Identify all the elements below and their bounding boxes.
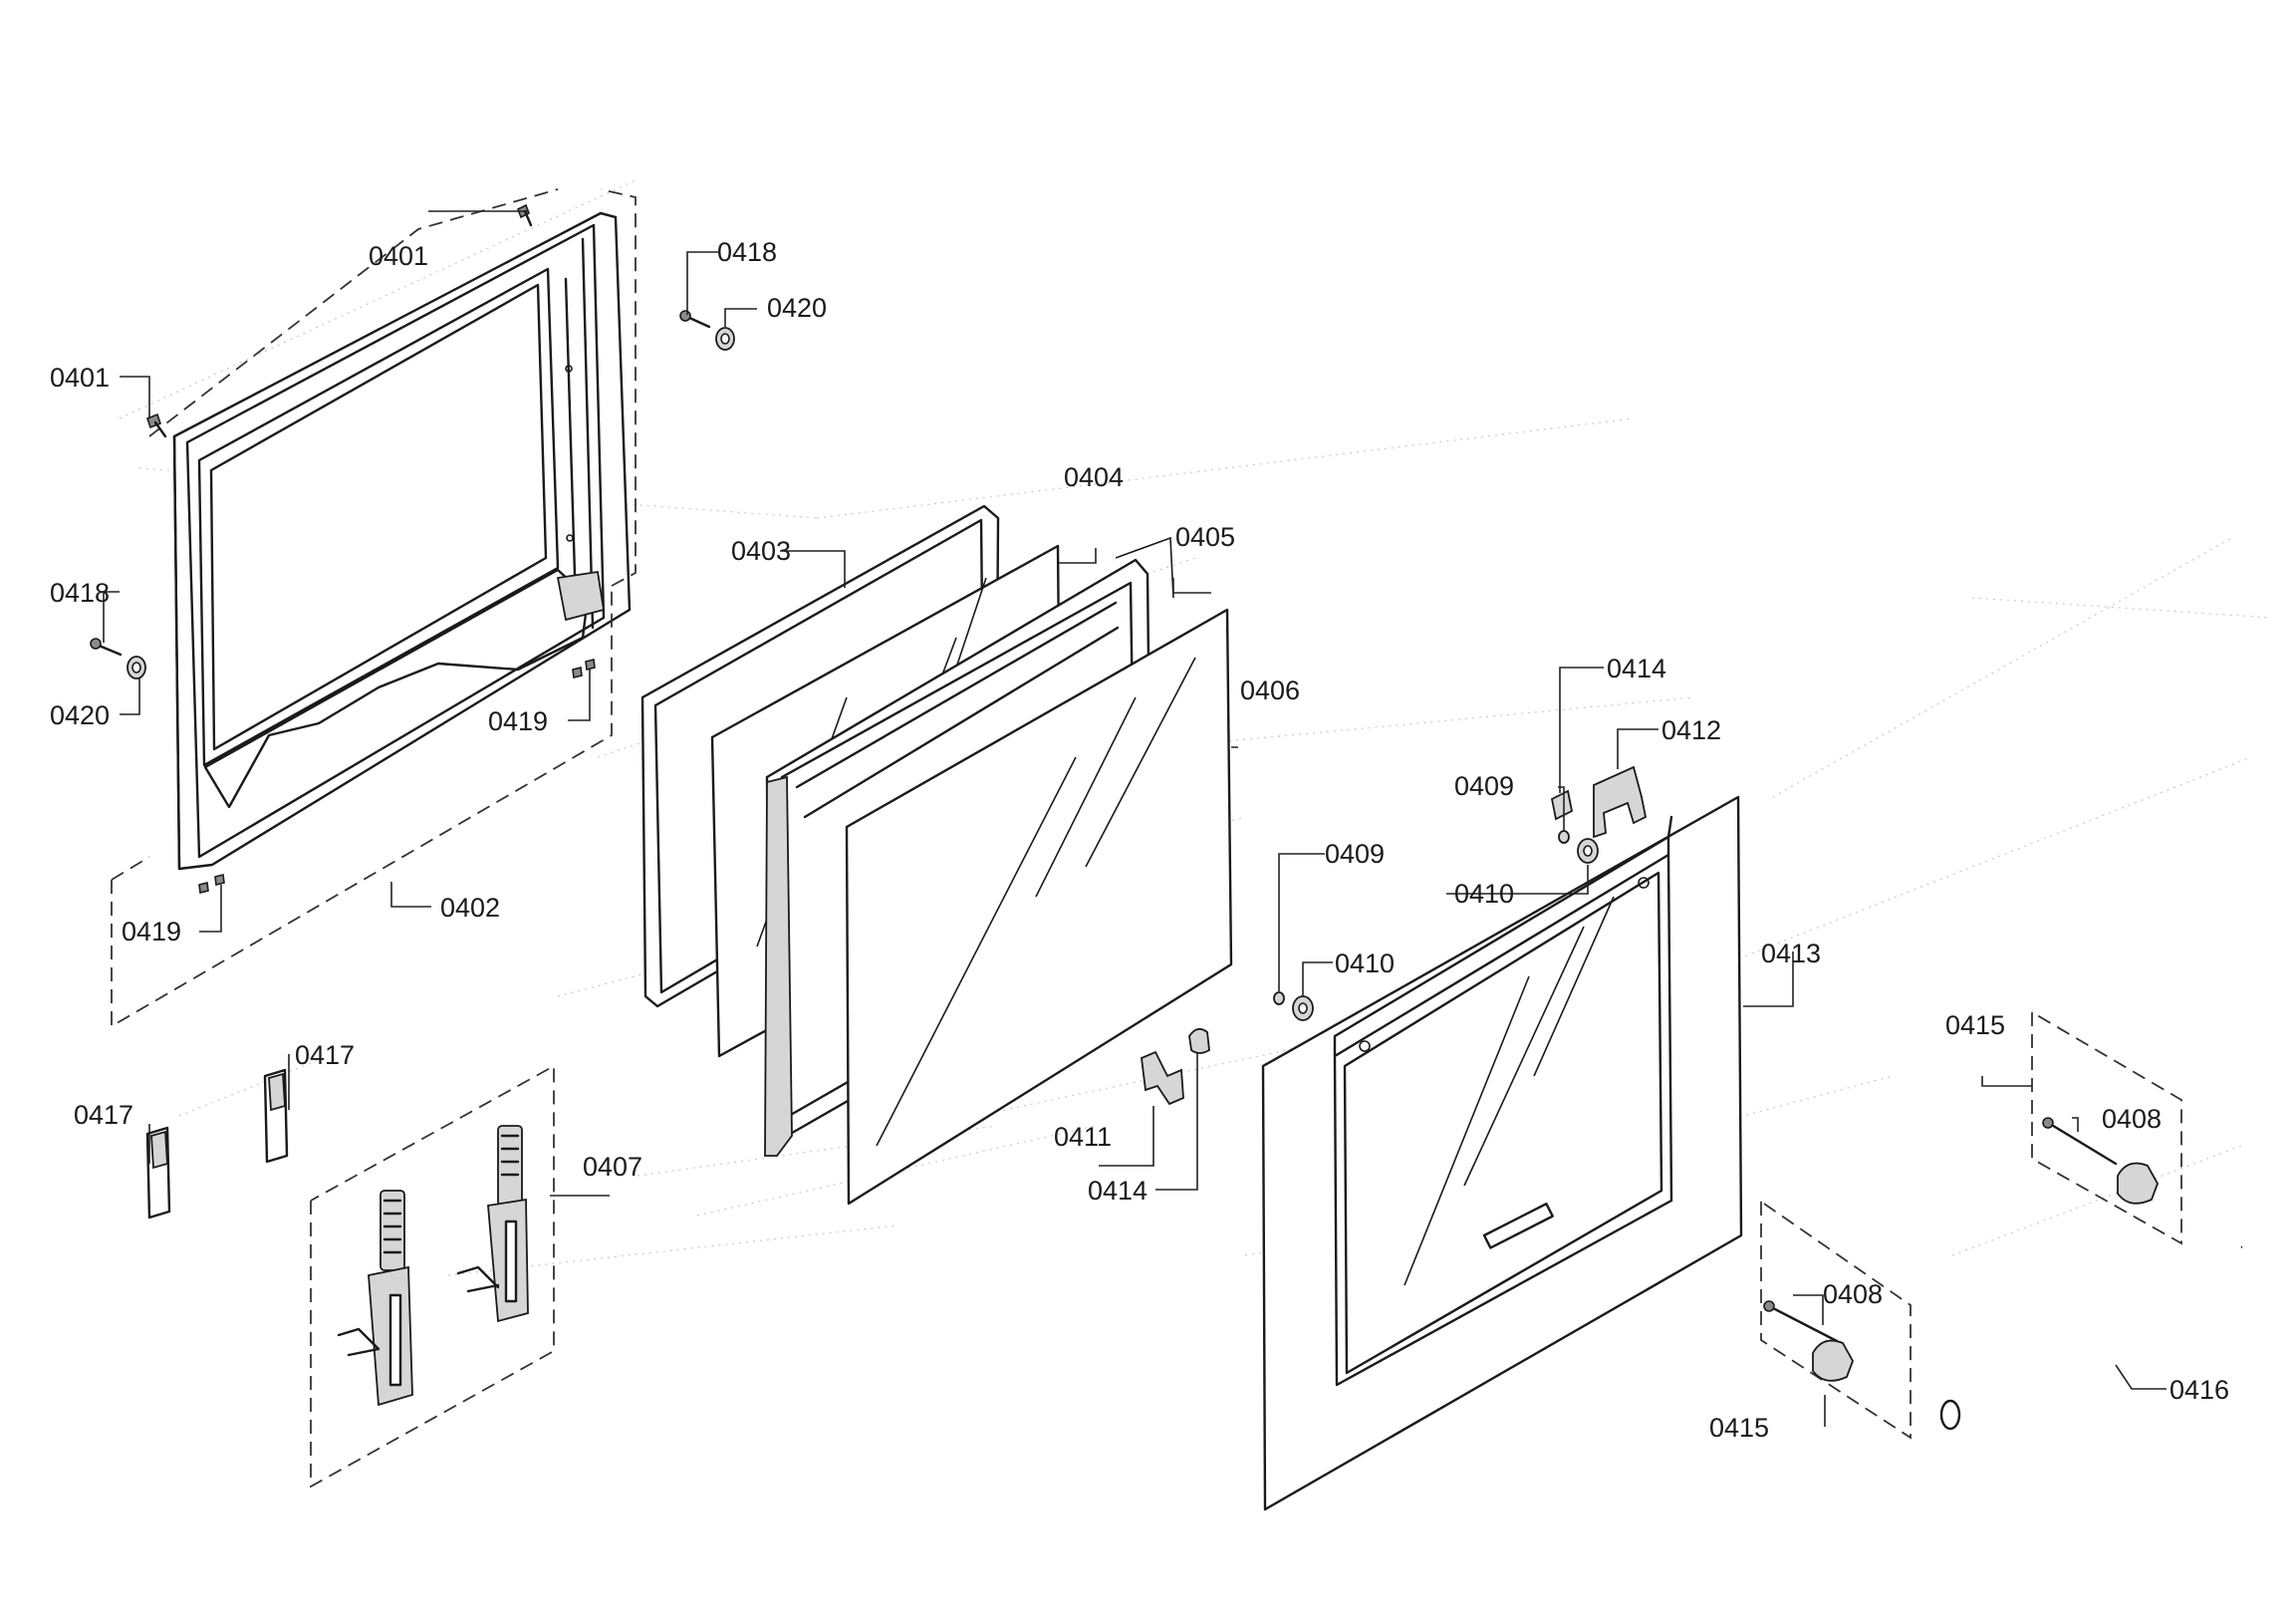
label-0402: 0402 bbox=[440, 893, 500, 923]
glass-pane-0406 bbox=[845, 608, 1233, 1206]
washer-0410-lower bbox=[1292, 995, 1314, 1021]
end-cap-0415-lower bbox=[1812, 1339, 1854, 1382]
hinge-left bbox=[337, 1190, 413, 1407]
label-0419-left: 0419 bbox=[122, 917, 181, 947]
label-0417-right: 0417 bbox=[295, 1040, 355, 1070]
hinge-cover-left bbox=[145, 1126, 171, 1219]
label-0410-upper: 0410 bbox=[1454, 879, 1514, 909]
inner-door-frame bbox=[172, 211, 632, 871]
label-0401-left: 0401 bbox=[50, 363, 110, 393]
label-0415-upper: 0415 bbox=[1945, 1010, 2005, 1040]
label-0409-lower: 0409 bbox=[1325, 839, 1385, 869]
bracket-0412 bbox=[1593, 765, 1648, 839]
label-0414-lower: 0414 bbox=[1088, 1176, 1148, 1206]
label-0405: 0405 bbox=[1175, 522, 1235, 552]
screw-0401-top bbox=[516, 203, 533, 227]
label-0406: 0406 bbox=[1240, 676, 1300, 705]
screw-0419-right bbox=[572, 659, 596, 678]
label-0408-lower: 0408 bbox=[1823, 1279, 1883, 1309]
label-0420-top: 0420 bbox=[767, 293, 827, 323]
washer-0420-left bbox=[127, 656, 146, 679]
clip-0414-lower bbox=[1188, 1027, 1210, 1054]
end-cap-box-upper bbox=[2031, 1011, 2182, 1245]
door-handle-bar bbox=[1939, 1237, 2247, 1431]
label-0418-left: 0418 bbox=[50, 578, 110, 608]
label-0414-upper: 0414 bbox=[1607, 654, 1666, 683]
callout-labels: 0401 0401 0418 0420 0418 0420 0419 0419 … bbox=[50, 237, 2229, 1443]
label-0409-upper: 0409 bbox=[1454, 771, 1514, 801]
label-0407: 0407 bbox=[583, 1152, 642, 1182]
screw-0401-left bbox=[146, 412, 167, 438]
label-0419-right: 0419 bbox=[488, 706, 548, 736]
end-cap-box-lower bbox=[1760, 1201, 1912, 1440]
outer-door-panel bbox=[1261, 795, 1743, 1511]
clip-0414-upper bbox=[1550, 789, 1574, 821]
label-0416: 0416 bbox=[2169, 1375, 2229, 1405]
label-0420-left: 0420 bbox=[50, 700, 110, 730]
end-cap-0415-upper bbox=[2117, 1162, 2159, 1205]
screw-0418-left bbox=[90, 638, 123, 657]
label-0417-left: 0417 bbox=[74, 1100, 133, 1130]
bracket-0411 bbox=[1141, 1050, 1184, 1106]
washer-0409-upper bbox=[1558, 830, 1570, 844]
bolt-0408-lower bbox=[1763, 1300, 1839, 1343]
label-0403: 0403 bbox=[731, 536, 791, 566]
label-0410-lower: 0410 bbox=[1335, 948, 1395, 978]
washer-0409-lower bbox=[1273, 991, 1285, 1005]
label-0415-lower: 0415 bbox=[1709, 1413, 1769, 1443]
washer-0420-top bbox=[715, 327, 735, 351]
label-0404: 0404 bbox=[1064, 462, 1124, 492]
label-0401-top: 0401 bbox=[369, 241, 428, 271]
leader-lines bbox=[103, 210, 2167, 1427]
screw-0418-top bbox=[679, 310, 711, 329]
label-0413: 0413 bbox=[1761, 939, 1821, 968]
hinge-cover-right bbox=[263, 1068, 289, 1164]
screw-0419-left bbox=[198, 874, 225, 894]
label-0411: 0411 bbox=[1054, 1122, 1112, 1152]
label-0408-upper: 0408 bbox=[2102, 1104, 2162, 1134]
bolt-0408-upper bbox=[2042, 1117, 2118, 1166]
washer-0410-upper bbox=[1577, 838, 1599, 864]
label-0412: 0412 bbox=[1661, 715, 1721, 745]
hinge-right bbox=[456, 1125, 529, 1323]
label-0418-top: 0418 bbox=[717, 237, 777, 267]
